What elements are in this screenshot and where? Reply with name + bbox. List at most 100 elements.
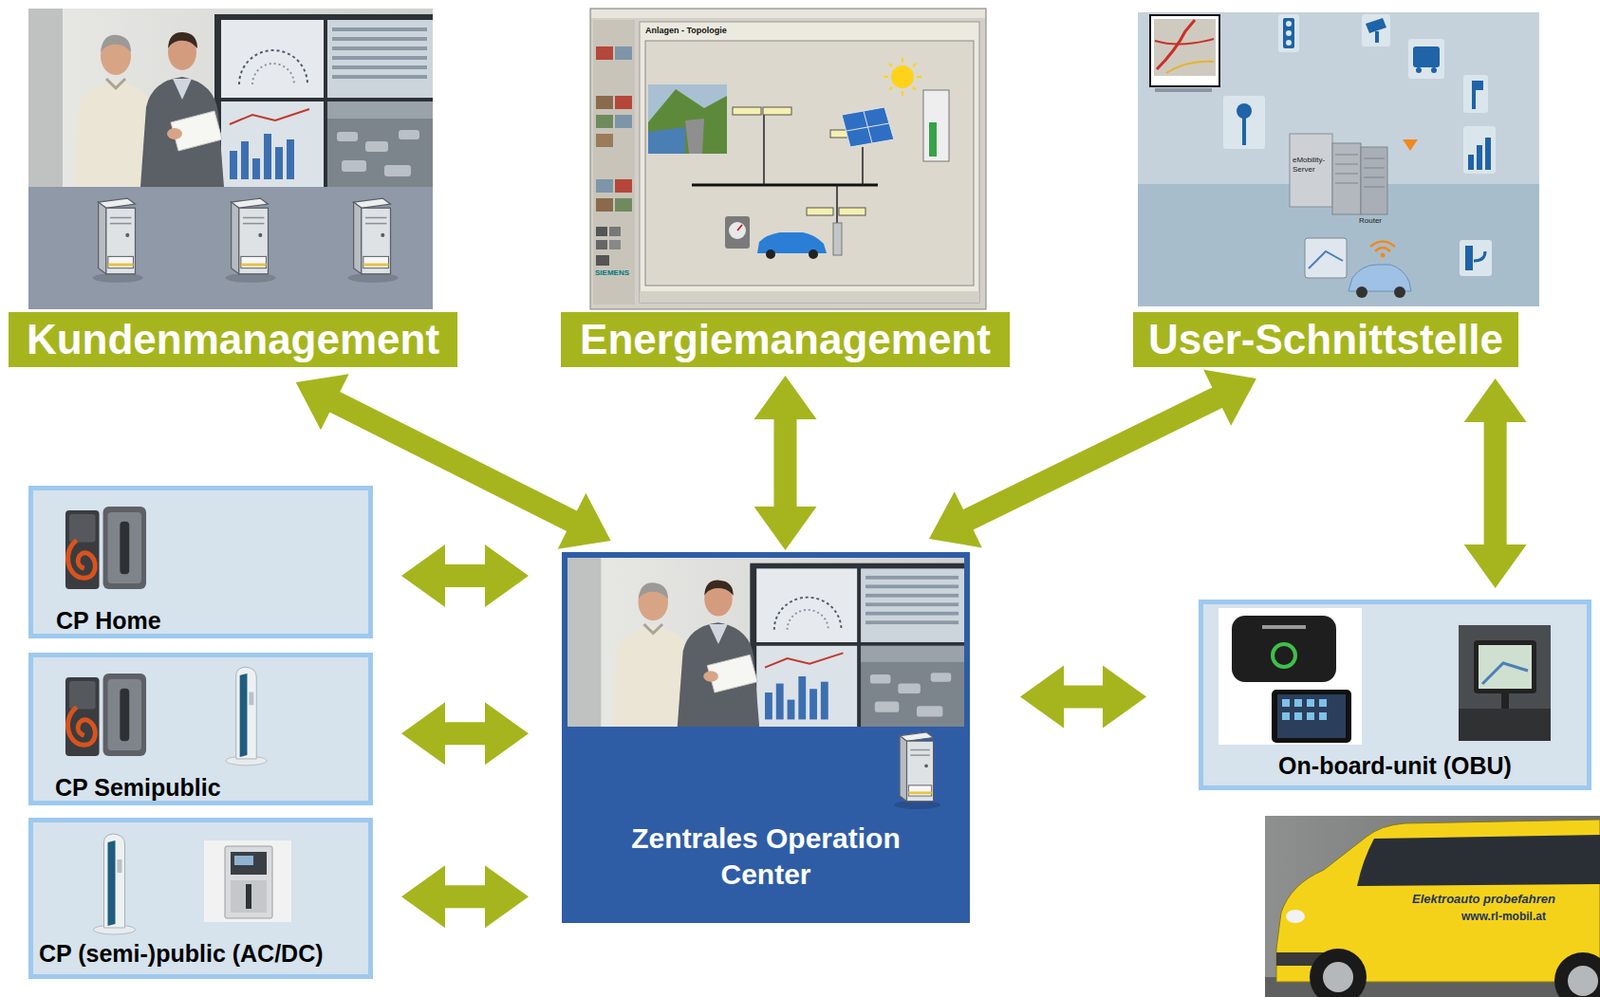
logo-text: SIEMENS	[595, 268, 630, 279]
car-lettering: Elektroauto probefahren	[1412, 892, 1556, 908]
router-label: Router	[1358, 216, 1382, 226]
energy-screenshot	[883, 75, 889, 78]
node-label: User-Schnittstelle	[1148, 316, 1504, 365]
energy-screenshot	[889, 87, 893, 91]
energy-screenshot	[595, 133, 614, 148]
obu-illustration	[1319, 699, 1327, 707]
energy-screenshot	[685, 118, 705, 154]
energy-screenshot	[691, 184, 878, 187]
obu-illustration	[1282, 712, 1290, 721]
user-interface-illustration	[1468, 154, 1474, 170]
obu-illustration	[1319, 712, 1327, 721]
energy-screenshot	[614, 198, 633, 212]
operators-photo-panel	[225, 198, 277, 283]
charging-point-box: CP Semipublic	[28, 652, 373, 806]
energy-screenshot	[806, 207, 834, 216]
car-photo	[1309, 948, 1367, 997]
user-interface-illustration	[1375, 31, 1379, 43]
energy-screenshot	[923, 90, 949, 162]
node-label: Zentrales Operation Center	[609, 820, 923, 894]
user-interface-illustration	[1223, 95, 1266, 149]
double-arrow	[401, 702, 529, 765]
wallbox-illustration	[65, 506, 147, 590]
obu-illustration	[1294, 712, 1303, 721]
charging-point-box: CP (semi-)public (AC/DC)	[28, 818, 373, 980]
user-interface-illustration	[1154, 88, 1212, 93]
user-interface-illustration	[1356, 286, 1368, 298]
user-interface-illustration	[1413, 46, 1440, 68]
obu-illustration	[1277, 694, 1346, 739]
energy-screenshot	[732, 107, 762, 115]
user-interface-illustration	[1335, 154, 1385, 187]
energy-screenshot	[912, 63, 916, 67]
car-photo	[1357, 835, 1600, 887]
energy-screenshot	[883, 57, 922, 96]
obu-illustration	[1306, 712, 1315, 721]
energy-screenshot	[728, 222, 746, 240]
obu-illustration	[1306, 699, 1315, 707]
user-interface-illustration	[1415, 67, 1422, 74]
obu-illustration	[1272, 644, 1296, 668]
car-photo	[1554, 952, 1600, 997]
user-interface-illustration	[1304, 238, 1347, 279]
operators-photo-panel	[93, 198, 144, 283]
obu-illustration	[1458, 625, 1551, 742]
energy-screenshot	[590, 8, 987, 310]
car-photo	[1285, 910, 1305, 924]
user-interface-illustration	[1283, 18, 1295, 49]
car-photo	[1265, 816, 1600, 997]
user-interface-illustration	[1471, 80, 1484, 91]
energy-screenshot	[614, 95, 633, 110]
energy-screenshot	[833, 223, 842, 256]
energy-screenshot	[841, 107, 894, 148]
energy-screenshot	[595, 198, 614, 212]
car-photo	[1322, 962, 1354, 993]
user-interface-illustration	[1335, 173, 1359, 175]
charger-illustration	[225, 667, 267, 766]
energy-screenshot	[846, 123, 890, 131]
energy-screenshot	[765, 249, 776, 260]
energy-screenshot	[901, 57, 904, 63]
energy-screenshot	[808, 249, 819, 260]
energy-screenshot	[762, 114, 765, 186]
user-interface-illustration	[1363, 158, 1385, 160]
node-label: CP (semi-)public (AC/DC)	[38, 941, 324, 968]
double-arrow	[401, 544, 529, 608]
obu-illustration	[1473, 640, 1537, 694]
energy-screenshot	[861, 147, 864, 186]
user-interface-illustration	[1361, 14, 1391, 47]
energy-screenshot	[648, 89, 727, 154]
energy-screenshot	[614, 114, 633, 129]
obu-illustration	[1294, 699, 1303, 707]
user-interface-illustration	[1285, 20, 1292, 27]
user-interface-illustration	[1335, 154, 1359, 156]
energy-screenshot	[762, 107, 792, 115]
user-interface-illustration	[1166, 61, 1214, 74]
user-interface-illustration	[1394, 286, 1406, 298]
energy-screenshot	[836, 185, 838, 224]
node-label: CP Semipublic	[55, 775, 222, 802]
energy-screenshot	[591, 9, 986, 19]
user-interface-illustration	[1363, 177, 1385, 179]
user-interface-illustration	[1485, 137, 1491, 170]
double-arrow	[401, 865, 529, 929]
node-label: Kundenmanagement	[26, 316, 440, 365]
charger-illustration	[65, 673, 147, 757]
user-interface-illustration	[1335, 183, 1359, 185]
operators-photo-panel	[28, 186, 433, 310]
energy-screenshot	[648, 84, 727, 154]
operators-photo-panel	[348, 198, 399, 283]
energy-screenshot	[595, 255, 610, 266]
energy-screenshot	[889, 63, 893, 67]
obu-illustration	[1262, 625, 1306, 630]
energy-screenshot	[595, 179, 614, 193]
obu-illustration	[1282, 699, 1290, 707]
energy-screenshot	[639, 291, 980, 303]
user-interface-illustration	[1465, 245, 1473, 271]
user-interface-illustration	[1375, 247, 1391, 252]
energy-screenshot	[595, 240, 608, 250]
user-interface-illustration	[1242, 116, 1247, 146]
energy-screenshot	[645, 40, 974, 286]
obu-illustration	[1501, 693, 1509, 709]
energy-screenshot	[595, 226, 608, 237]
